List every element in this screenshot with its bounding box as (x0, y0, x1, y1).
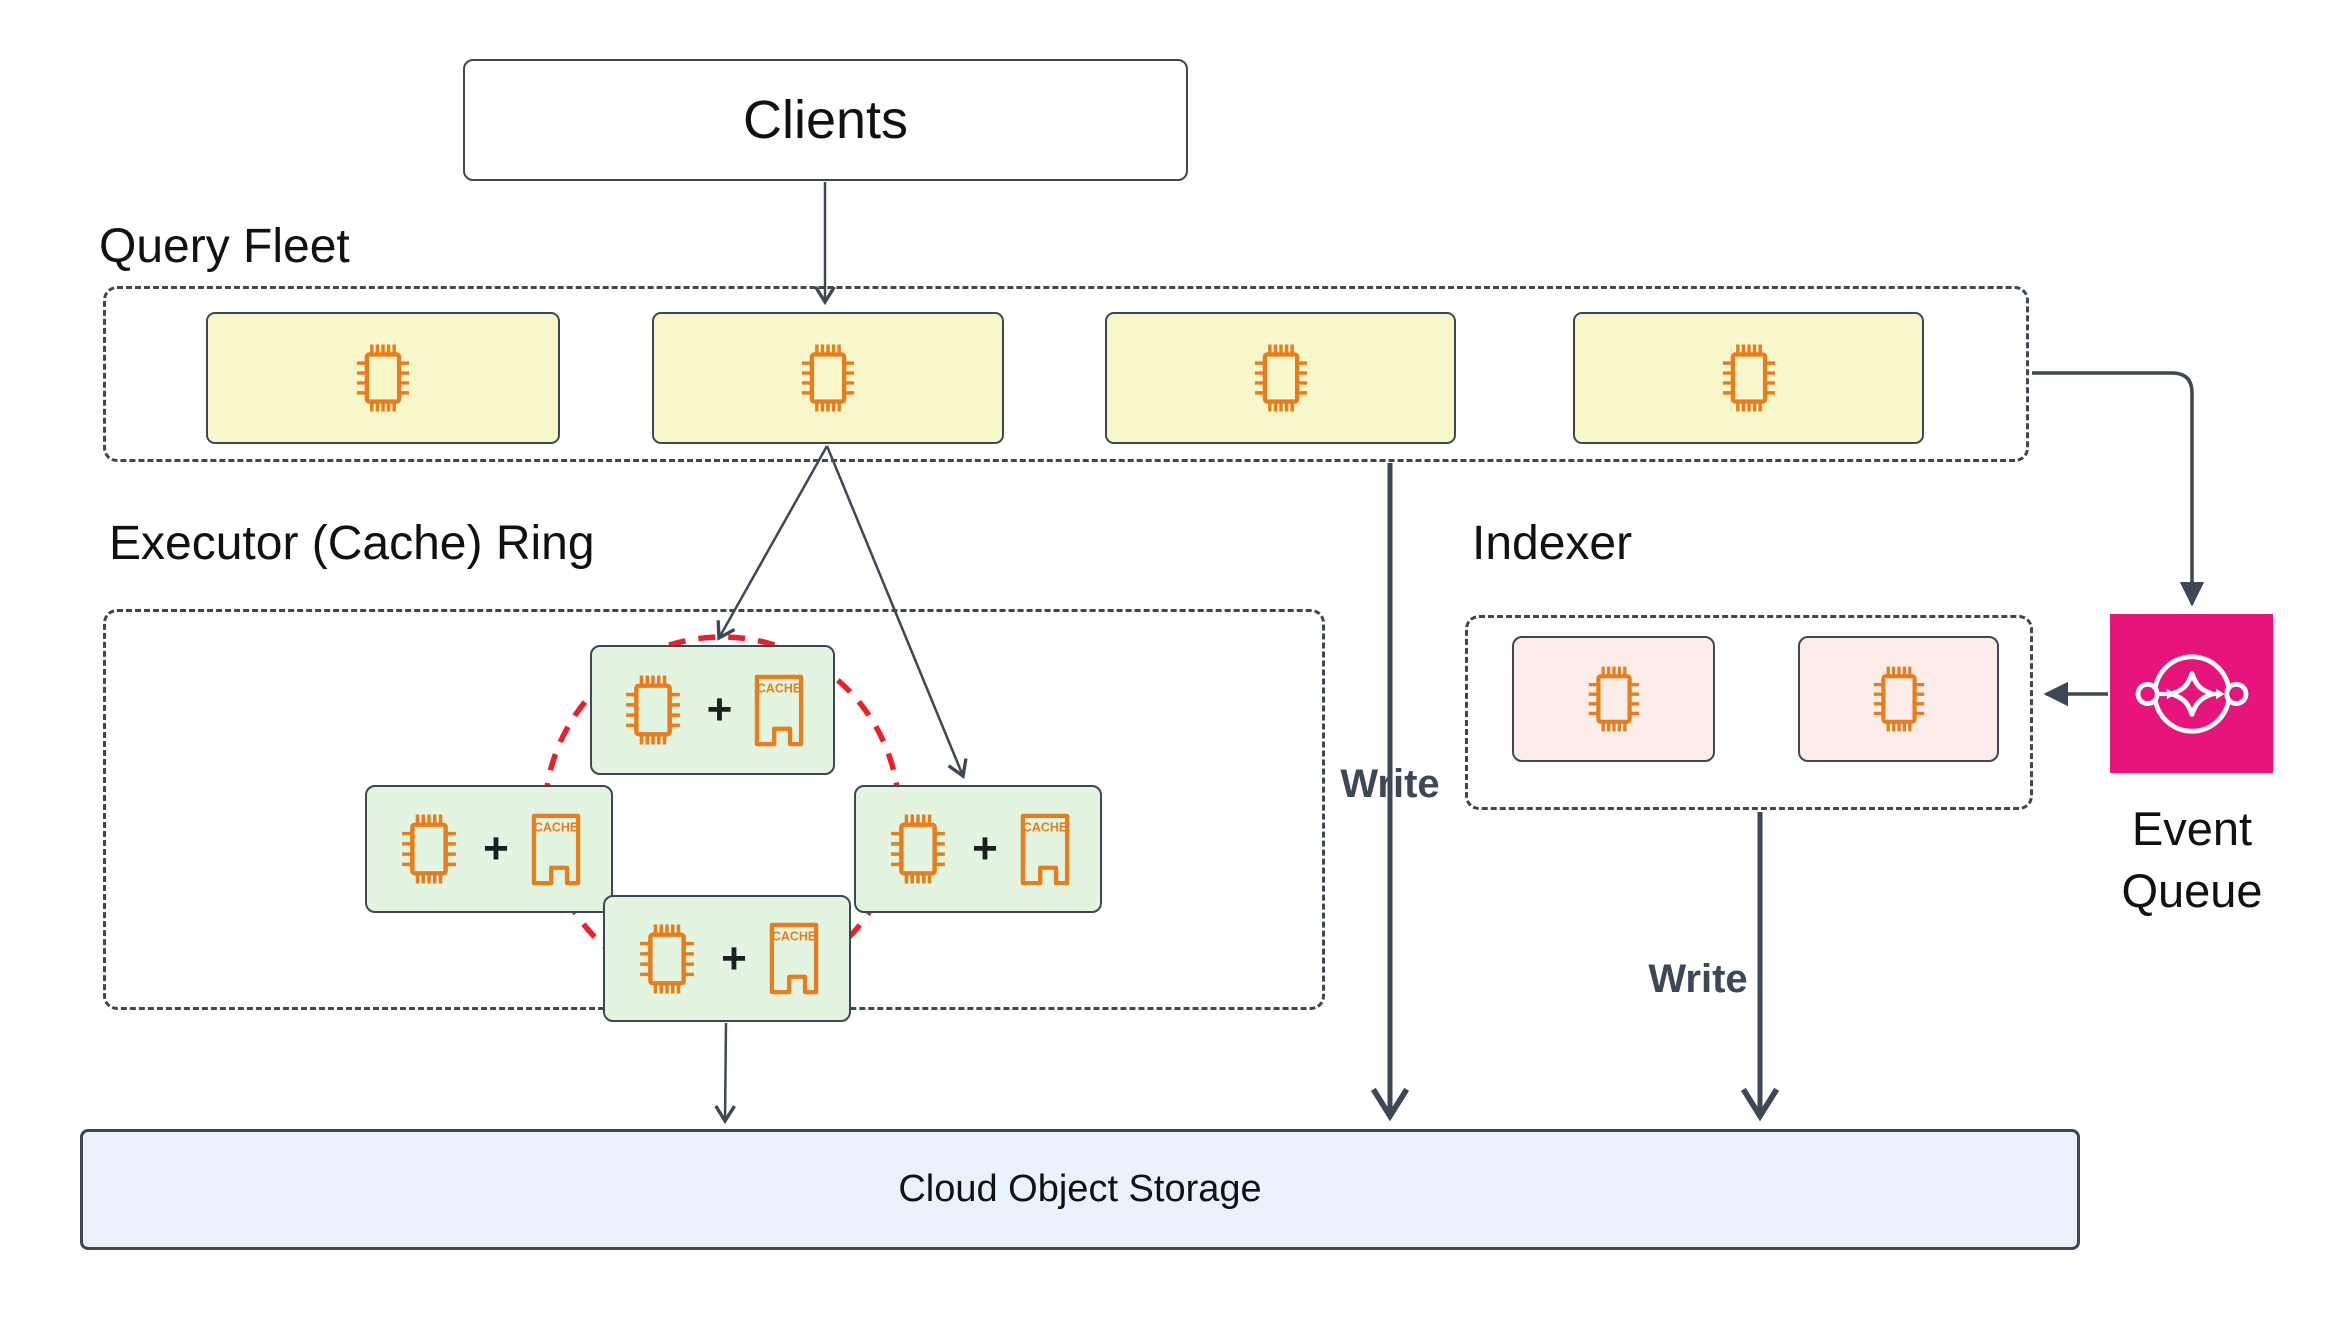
plus-sign: + (721, 933, 747, 983)
cloud-object-storage-label: Cloud Object Storage (898, 1168, 1262, 1210)
executor-node-bottom: + CACHE (603, 895, 851, 1022)
plus-sign: + (706, 685, 733, 734)
query-fleet-label: Query Fleet (99, 220, 350, 273)
indexer-write-label: Write (1648, 957, 1748, 1001)
executor-ring-label: Executor (Cache) Ring (109, 517, 595, 570)
query-fleet-container (103, 286, 2029, 462)
svg-text:CACHE: CACHE (534, 820, 578, 834)
indexer-container (1465, 615, 2033, 810)
event-queue-icon (2135, 653, 2248, 734)
plus-sign: + (483, 824, 509, 873)
arrow-fleet-to-executor-right (825, 445, 968, 779)
svg-text:CACHE: CACHE (1023, 820, 1067, 834)
arrow-executor-to-storage (714, 1022, 736, 1125)
connector-fleet-to-event-queue (2032, 371, 2205, 607)
executor-node-left: + CACHE (365, 785, 613, 913)
query-fleet-instance-1 (206, 312, 560, 444)
clients-label: Clients (742, 90, 909, 150)
cache-icon: CACHE (531, 813, 581, 885)
query-fleet-instance-3 (1105, 312, 1456, 444)
indexer-label: Indexer (1472, 517, 1633, 570)
clients-node: Clients (463, 59, 1188, 181)
cache-icon: CACHE (1020, 813, 1070, 885)
executor-node-right: + CACHE (854, 785, 1102, 913)
executor-node-top: + CACHE (590, 645, 835, 775)
svg-text:CACHE: CACHE (757, 681, 801, 695)
query-fleet-instance-2 (652, 312, 1004, 444)
cache-icon: CACHE (769, 922, 819, 995)
indexer-instance-1 (1512, 636, 1715, 762)
arrow-fleet-to-executor-top (716, 445, 829, 641)
event-queue-label: Event Queue (2121, 802, 2263, 918)
cache-icon: CACHE (755, 674, 804, 746)
svg-text:CACHE: CACHE (772, 929, 816, 943)
fleet-write-label: Write (1340, 762, 1440, 806)
event-queue-node (2110, 614, 2273, 773)
cloud-object-storage-node: Cloud Object Storage (80, 1129, 2080, 1250)
plus-sign: + (972, 824, 998, 873)
query-fleet-instance-4 (1573, 312, 1924, 444)
indexer-instance-2 (1798, 636, 1999, 762)
